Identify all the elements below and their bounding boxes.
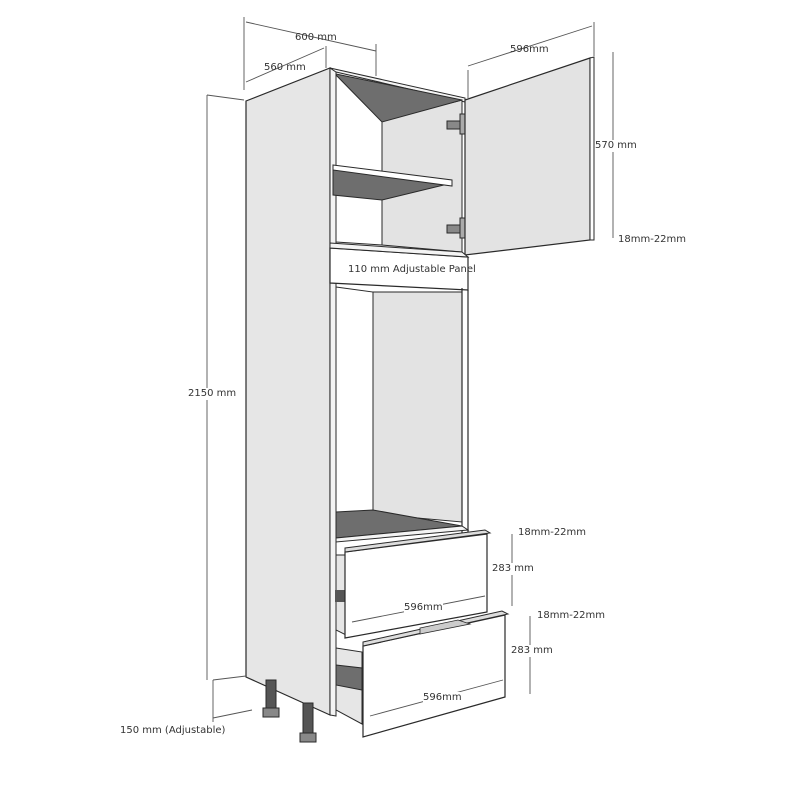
drawer-top-edge bbox=[344, 529, 492, 553]
leg-front-icon bbox=[299, 702, 317, 743]
drawer-bottom-inner bbox=[335, 664, 363, 691]
dim-2150-ext-bottom bbox=[212, 675, 247, 681]
dim-560-line bbox=[245, 47, 325, 83]
label-carcass-depth: 560 mm bbox=[264, 62, 306, 73]
oven-back-wall bbox=[372, 291, 463, 523]
dim-600-line bbox=[245, 21, 377, 52]
drawer-gap-plate bbox=[419, 619, 472, 635]
door-panel bbox=[464, 57, 591, 256]
dim-door-width-line bbox=[467, 25, 593, 67]
label-legs-height: 150 mm (Adjustable) bbox=[120, 725, 226, 736]
drawer-top-runner bbox=[335, 590, 345, 602]
label-drawer-bottom-thickness: 18mm-22mm bbox=[537, 610, 606, 621]
shelf-front-edge bbox=[332, 164, 453, 187]
carcass-side-panel bbox=[245, 67, 331, 716]
leg-back-icon bbox=[262, 679, 280, 718]
label-overall-width: 600 mm bbox=[295, 32, 337, 43]
label-adjustable-panel: 110 mm Adjustable Panel bbox=[348, 264, 476, 275]
dim-150-ext bbox=[212, 709, 253, 719]
drawer-bottom-front bbox=[362, 614, 506, 738]
oven-inner-side bbox=[335, 286, 374, 515]
label-drawer-bottom-height: 283 mm bbox=[511, 645, 553, 657]
label-door-thickness: 18mm-22mm bbox=[618, 234, 687, 245]
label-overall-height: 2150 mm bbox=[188, 388, 237, 400]
dim-2150-ext-top bbox=[206, 94, 245, 101]
oven-floor-edge bbox=[335, 525, 470, 543]
label-door-height: 570 mm bbox=[595, 140, 637, 152]
top-underside bbox=[335, 73, 463, 123]
label-door-width: 596mm bbox=[510, 44, 549, 55]
label-drawer-bottom-width: 596mm bbox=[423, 692, 462, 704]
door-edge bbox=[589, 56, 595, 241]
adjustable-panel-top bbox=[329, 242, 470, 258]
label-drawer-top-width: 596mm bbox=[404, 602, 443, 614]
label-drawer-top-height: 283 mm bbox=[492, 563, 534, 575]
label-drawer-top-thickness: 18mm-22mm bbox=[518, 527, 587, 538]
